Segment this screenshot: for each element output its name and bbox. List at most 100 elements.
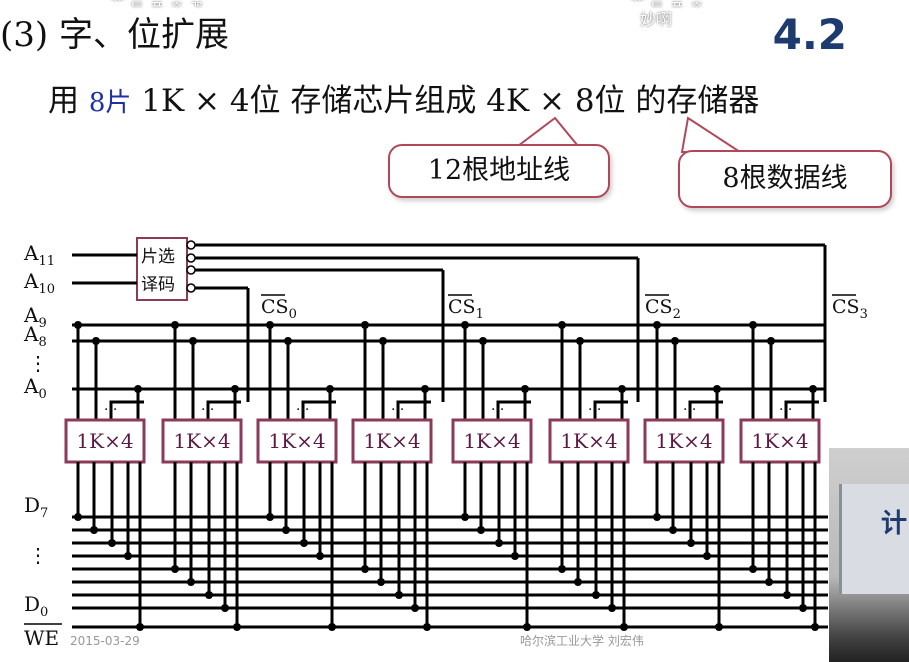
junction-dot bbox=[811, 623, 819, 631]
label-a11: A11 bbox=[23, 241, 55, 269]
subtitle-rest: 1K × 4位 存储芯片组成 4K × 8位 的存储器 bbox=[131, 83, 760, 119]
callout-data-tail bbox=[680, 116, 744, 153]
junction-dot bbox=[361, 565, 369, 573]
junction-dot bbox=[511, 552, 519, 560]
junction-dot bbox=[423, 623, 431, 631]
label-a0: A0 bbox=[23, 374, 47, 402]
chip-label: 1K×4 bbox=[751, 429, 808, 453]
junction-dot bbox=[266, 321, 274, 329]
junction-dot bbox=[783, 591, 791, 599]
junction-dot bbox=[653, 513, 661, 521]
slide-title: (3) 字、位扩展 bbox=[0, 15, 229, 55]
chip-dots: ··· bbox=[683, 402, 696, 418]
junction-dot bbox=[189, 337, 197, 345]
footer-date: 2015-03-29 bbox=[70, 634, 140, 648]
label-a10: A10 bbox=[23, 269, 55, 297]
label-a9: A9 bbox=[23, 303, 47, 331]
junction-dot bbox=[300, 539, 308, 547]
chip-label: 1K×4 bbox=[76, 429, 133, 453]
junction-dot bbox=[703, 552, 711, 560]
subtitle-highlight: 8片 bbox=[88, 88, 132, 118]
chip-dots: ··· bbox=[296, 402, 309, 418]
chip-select-stub bbox=[593, 400, 628, 420]
junction-dot bbox=[576, 337, 584, 345]
chip-select-stub bbox=[784, 400, 819, 420]
decoder-line1: 片选 bbox=[141, 247, 175, 267]
junction-dot bbox=[124, 552, 132, 560]
video-panel bbox=[839, 484, 909, 594]
junction-dot bbox=[608, 604, 616, 612]
chip-box bbox=[351, 418, 433, 464]
junction-dot bbox=[809, 385, 817, 393]
junction-dot bbox=[523, 623, 531, 631]
label-d0: D0 bbox=[24, 592, 48, 620]
chip-box bbox=[643, 418, 725, 464]
callout-address: 12根地址线 bbox=[388, 144, 610, 198]
chip-label: 1K×4 bbox=[268, 429, 325, 453]
junction-dot bbox=[221, 604, 229, 612]
video-text: 计 bbox=[881, 509, 908, 539]
subtitle-prefix: 用 bbox=[48, 83, 89, 119]
chip-box bbox=[64, 418, 146, 464]
chip-select-stub bbox=[396, 400, 431, 420]
junction-dot bbox=[574, 578, 582, 586]
presenter-video: 计 bbox=[829, 448, 909, 662]
cs0-label: CS0 bbox=[261, 296, 297, 322]
junction-dot bbox=[592, 591, 600, 599]
junction-dot bbox=[316, 552, 324, 560]
junction-dot bbox=[620, 623, 628, 631]
junction-dot bbox=[266, 513, 274, 521]
junction-dot bbox=[171, 565, 179, 573]
overlay-comment-right-2: 妙啊 bbox=[640, 10, 673, 29]
junction-dot bbox=[328, 623, 336, 631]
chip-label: 1K×4 bbox=[363, 429, 420, 453]
junction-dot bbox=[461, 513, 469, 521]
junction-dot bbox=[421, 385, 429, 393]
decoder-out-bubble bbox=[186, 240, 196, 250]
junction-dot bbox=[799, 604, 807, 612]
junction-dot bbox=[495, 539, 503, 547]
callout-address-text: 12根地址线 bbox=[427, 155, 571, 186]
junction-dot bbox=[479, 337, 487, 345]
chip-select-stub bbox=[206, 400, 241, 420]
junction-dot bbox=[749, 565, 757, 573]
label-we: WE bbox=[24, 626, 59, 650]
junction-dot bbox=[395, 591, 403, 599]
decoder-out-bubble bbox=[186, 253, 196, 263]
callout-data: 8根数据线 bbox=[678, 150, 892, 208]
junction-dot bbox=[284, 337, 292, 345]
junction-dot bbox=[558, 321, 566, 329]
junction-dot bbox=[618, 385, 626, 393]
chip-select-stub bbox=[688, 400, 723, 420]
junction-dot bbox=[558, 565, 566, 573]
chip-label: 1K×4 bbox=[173, 429, 230, 453]
junction-dot bbox=[687, 539, 695, 547]
chip-label: 1K×4 bbox=[655, 429, 712, 453]
chip-box bbox=[256, 418, 338, 464]
junction-dot bbox=[90, 526, 98, 534]
junction-dot bbox=[74, 513, 82, 521]
chip-select-stub bbox=[301, 400, 336, 420]
chip-box bbox=[161, 418, 243, 464]
junction-dot bbox=[765, 578, 773, 586]
callout-data-text: 8根数据线 bbox=[722, 163, 848, 194]
chip-box bbox=[548, 418, 630, 464]
chip-label: 1K×4 bbox=[560, 429, 617, 453]
junction-dot bbox=[361, 321, 369, 329]
cs2-label: CS2 bbox=[645, 296, 681, 322]
data-vdots: ⋮ bbox=[28, 543, 48, 567]
chip-array: ···1K×4···1K×4···1K×4···1K×4···1K×4···1K… bbox=[64, 321, 821, 631]
junction-dot bbox=[231, 385, 239, 393]
junction-dot bbox=[521, 385, 529, 393]
slide-subtitle: 用 8片 1K × 4位 存储芯片组成 4K × 8位 的存储器 bbox=[48, 86, 759, 117]
junction-dot bbox=[205, 591, 213, 599]
decoder-out-bubble bbox=[186, 283, 196, 293]
chip-label: 1K×4 bbox=[463, 429, 520, 453]
decoder-box bbox=[136, 237, 188, 301]
footer-author: 哈尔滨工业大学 刘宏伟 bbox=[520, 634, 644, 648]
chip-select-stub bbox=[109, 400, 144, 420]
callout-address-tail bbox=[515, 116, 581, 147]
overlay-comment-left: ᅲ ᇀ ᇁ ᇂ ᇃ bbox=[110, 0, 204, 8]
